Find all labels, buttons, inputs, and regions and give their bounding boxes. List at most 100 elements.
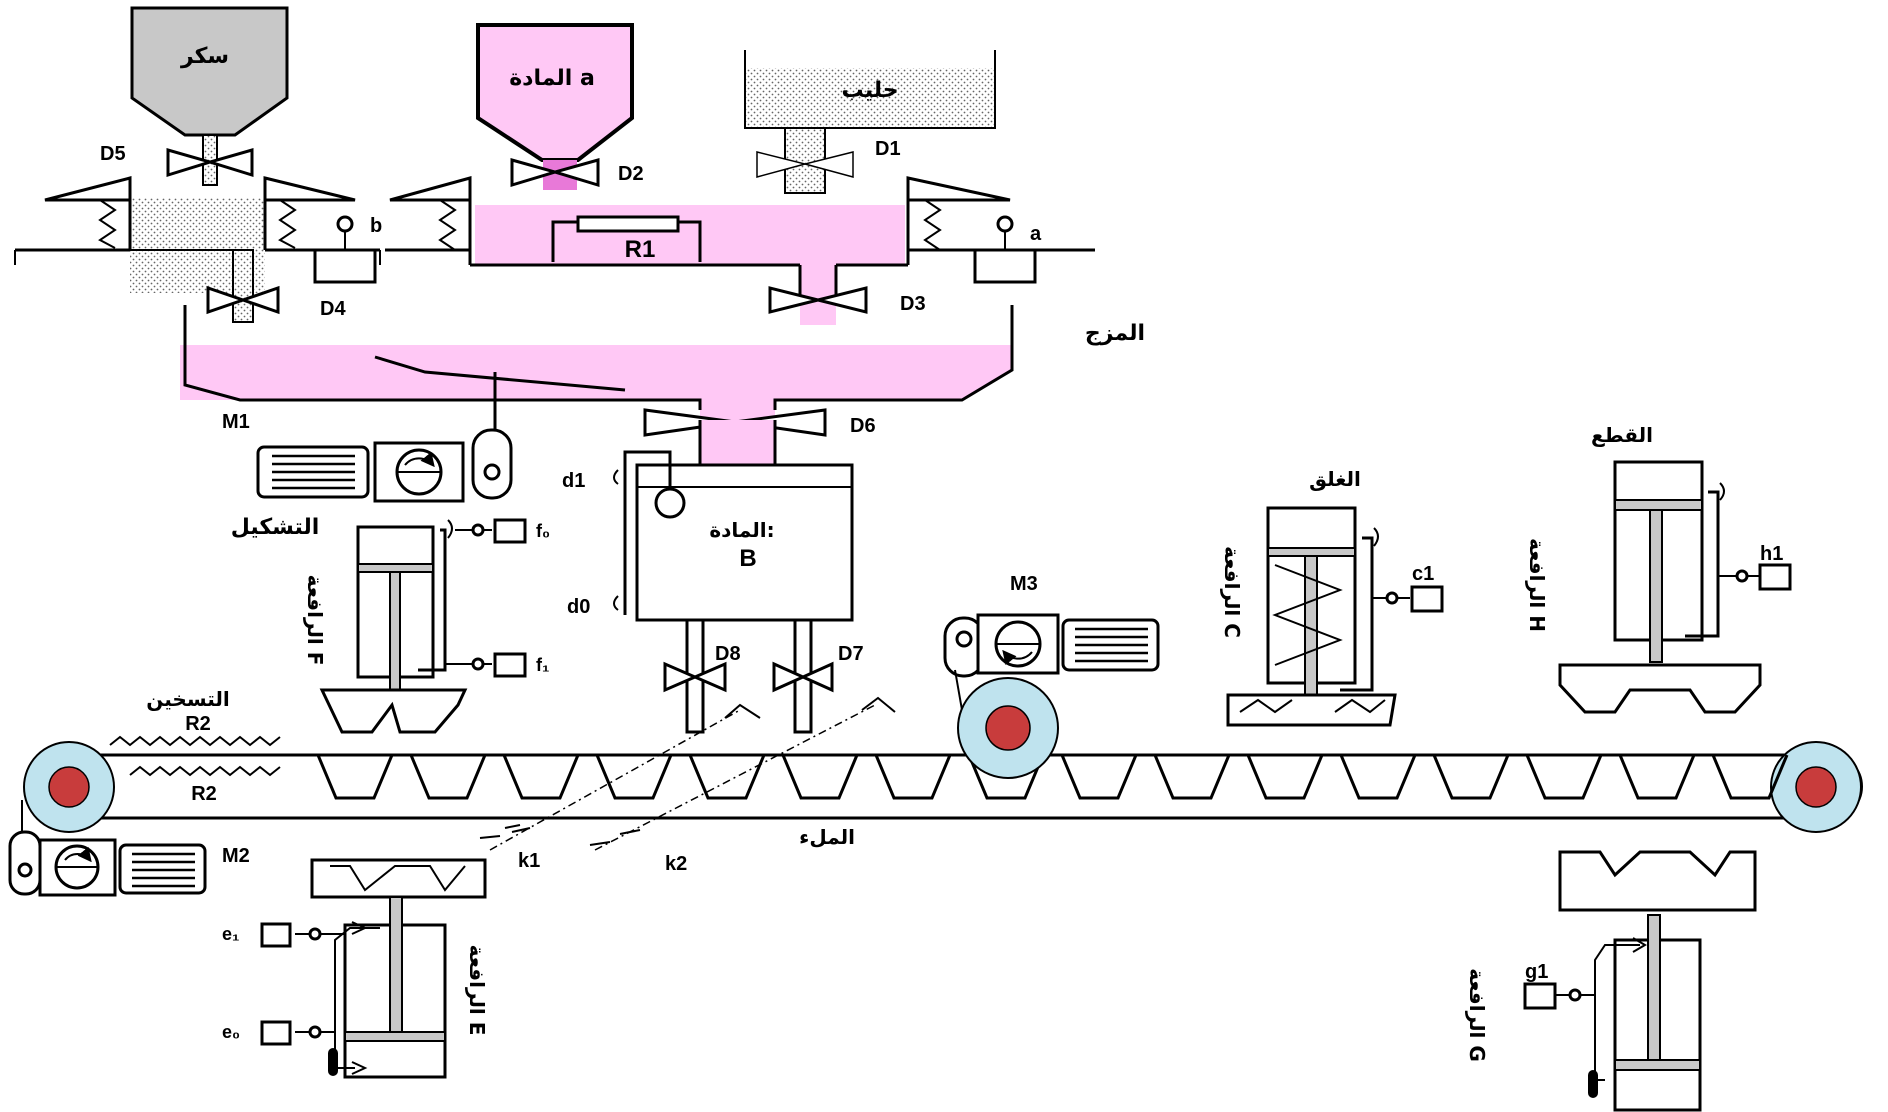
jack-f-label: الرافعة F <box>303 575 327 666</box>
filling-label: الملء <box>799 825 855 849</box>
level-d1-label: d1 <box>562 470 585 492</box>
conveyor-cup <box>1060 754 1138 800</box>
sensor-e1-label: e₁ <box>222 924 239 944</box>
jack-g-label: الرافعة G <box>1465 968 1489 1062</box>
valve-d3-label: D3 <box>900 293 926 315</box>
valve-d3[interactable] <box>768 286 868 314</box>
scale-a <box>973 248 1037 284</box>
heater-r2-bottom-label: R2 <box>191 783 217 805</box>
valve-d7-label: D7 <box>838 643 864 665</box>
sensor-f0 <box>493 518 527 544</box>
sensor-f1 <box>493 652 527 678</box>
jack-e-label: الرافعة E <box>465 945 489 1036</box>
valve-d4[interactable] <box>206 285 280 315</box>
sensor-f0-label: f₀ <box>536 521 550 541</box>
heating-station: التسخين R2 R2 <box>109 687 281 805</box>
sensor-f1-label: f₁ <box>536 655 549 675</box>
conveyor-cup <box>502 754 580 800</box>
sensor-c1-label: c1 <box>1412 563 1434 585</box>
valve-d8[interactable] <box>663 661 727 693</box>
sensor-g1 <box>1523 982 1557 1010</box>
tank-b-letter: B <box>739 545 756 572</box>
motor-m2: M2 <box>8 800 250 897</box>
heater-r1-label: R1 <box>625 236 656 263</box>
valve-d6[interactable] <box>643 408 827 437</box>
cutting-label: القطع <box>1591 423 1653 447</box>
conveyor-cup <box>409 754 487 800</box>
valve-d1-label: D1 <box>875 138 901 160</box>
material-a-hopper: المادة a D2 <box>476 23 644 190</box>
conveyor-cup <box>1525 754 1603 800</box>
jack-e: e₁ e₀ الرافعة E <box>222 858 489 1079</box>
milk-tank: حليب D1 <box>744 50 996 194</box>
tank-b-label: المادة: <box>709 518 774 542</box>
scale-b-label: b <box>370 215 382 237</box>
scale-b <box>313 248 377 284</box>
heater-r2-top-label: R2 <box>185 713 211 735</box>
valve-d7[interactable] <box>772 661 834 693</box>
mixing-label: المزج <box>1085 321 1145 346</box>
motor-m3: M3 <box>943 573 1160 779</box>
motor-m1-label: M1 <box>222 411 250 433</box>
jack-h-label: الرافعة H <box>1525 538 1549 632</box>
heater-r1: R1 <box>551 215 702 263</box>
sensor-c1 <box>1410 585 1444 613</box>
material-a-label: المادة a <box>509 66 595 91</box>
milk-label: حليب <box>841 78 898 103</box>
roller-left <box>23 741 115 833</box>
motor-m3-label: M3 <box>1010 573 1038 595</box>
roller-right <box>1770 741 1862 833</box>
forming-station: التشكيل f₀ f₁ الرافعة F <box>231 515 550 734</box>
valve-d2-label: D2 <box>618 163 644 185</box>
conveyor-cup <box>688 754 766 800</box>
conveyor-cup <box>874 754 952 800</box>
valve-d1[interactable] <box>756 151 854 178</box>
motor-m1: M1 <box>222 411 513 503</box>
valve-d6-label: D6 <box>850 415 876 437</box>
conveyor-cup <box>967 754 1045 800</box>
conveyor-cup <box>1339 754 1417 800</box>
sugar-label: سكر <box>180 44 229 69</box>
sensor-h1 <box>1758 563 1792 591</box>
sensor-k1-label: k1 <box>518 850 540 872</box>
sugar-hopper: سكر D5 <box>100 6 289 186</box>
heating-label: التسخين <box>146 687 229 711</box>
sugar-weighing-hopper: D4 b <box>14 176 382 323</box>
conveyor-cup <box>1432 754 1510 800</box>
conveyor-cup <box>1246 754 1324 800</box>
conveyor-belt: الملء <box>23 741 1863 849</box>
conveyor-cup <box>1153 754 1231 800</box>
cutting-station: القطع h1 الرافعة H <box>1525 423 1792 714</box>
weighing-hopper-a: R1 D3 a <box>385 176 1095 325</box>
jack-g: g1 الرافعة G <box>1465 850 1757 1112</box>
jack-c-label: الرافعة C <box>1220 546 1244 638</box>
conveyor-cups <box>316 754 1789 800</box>
scale-a-label: a <box>1030 223 1042 245</box>
sensor-g1-label: g1 <box>1525 961 1548 983</box>
conveyor-cup <box>781 754 859 800</box>
valve-d8-label: D8 <box>715 643 741 665</box>
valve-d5-label: D5 <box>100 143 126 165</box>
sensor-e0-label: e₀ <box>222 1022 240 1042</box>
conveyor-cup <box>1618 754 1696 800</box>
valve-d5[interactable] <box>166 148 254 178</box>
valve-d2[interactable] <box>510 158 600 188</box>
conveyor-cup <box>595 754 673 800</box>
sensor-e1 <box>260 922 292 948</box>
sensor-k2: k2 <box>589 696 896 875</box>
forming-label: التشكيل <box>231 515 320 540</box>
valve-d4-label: D4 <box>320 298 346 320</box>
closing-station: الغلق c1 الرافعة C <box>1220 467 1444 727</box>
closing-label: الغلق <box>1309 467 1361 491</box>
mixing-tank: المزج D6 <box>180 305 1145 450</box>
tank-b: المادة: B d1 d0 D8 D7 <box>562 420 864 734</box>
sensor-h1-label: h1 <box>1760 543 1783 565</box>
sensor-k1: k1 <box>479 703 761 872</box>
level-d0-label: d0 <box>567 596 590 618</box>
sensor-e0 <box>260 1020 292 1046</box>
conveyor-cup <box>1711 754 1789 800</box>
sensor-k2-label: k2 <box>665 853 687 875</box>
motor-m2-label: M2 <box>222 845 250 867</box>
conveyor-cup <box>316 754 394 800</box>
